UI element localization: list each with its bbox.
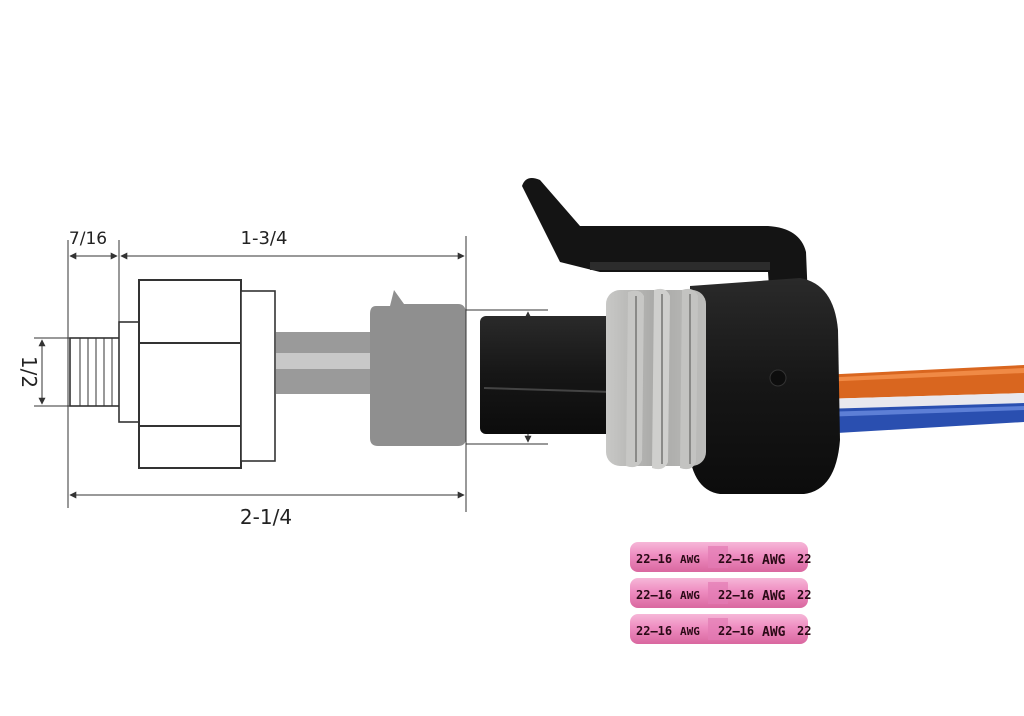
butt-label: 22 (797, 588, 811, 602)
hex-nut (138, 279, 242, 469)
sensor-body (276, 290, 466, 446)
wires (820, 365, 1024, 434)
dimension-body-length: 1-3/4 (241, 228, 288, 249)
butt-connector: 22–16 AWG 22–16 AWG 22 (630, 578, 811, 608)
dimension-thread-length: 7/16 (69, 229, 107, 249)
butt-label: AWG (680, 625, 700, 638)
butt-label: 22–16 (636, 552, 672, 566)
butt-label: AWG (762, 625, 786, 640)
butt-label: 22 (797, 624, 811, 638)
butt-connector: 22–16 AWG 22–16 AWG 22 (630, 542, 811, 572)
weather-seal (606, 288, 706, 470)
butt-connector: 22–16 AWG 22–16 AWG 22 (630, 614, 811, 644)
flange (240, 290, 276, 462)
sensor-drawing (69, 279, 276, 469)
butt-label: 22–16 (718, 624, 754, 638)
connector-pigtail (480, 178, 1024, 494)
butt-connectors: 22–16 AWG 22–16 AWG 22 22–16 AWG 22–16 A… (630, 542, 811, 644)
thread (69, 337, 123, 407)
dimension-overall-length: 2-1/4 (240, 505, 292, 529)
dimension-thread-diameter: 1/2 (17, 356, 41, 388)
butt-label: AWG (762, 553, 786, 568)
butt-label: AWG (680, 553, 700, 566)
butt-label: 22–16 (636, 588, 672, 602)
collar (118, 321, 142, 423)
butt-label: 22–16 (718, 588, 754, 602)
butt-label: 22–16 (636, 624, 672, 638)
butt-label: 22–16 (718, 552, 754, 566)
butt-label: AWG (762, 589, 786, 604)
butt-label: 22 (797, 552, 811, 566)
butt-label: AWG (680, 589, 700, 602)
